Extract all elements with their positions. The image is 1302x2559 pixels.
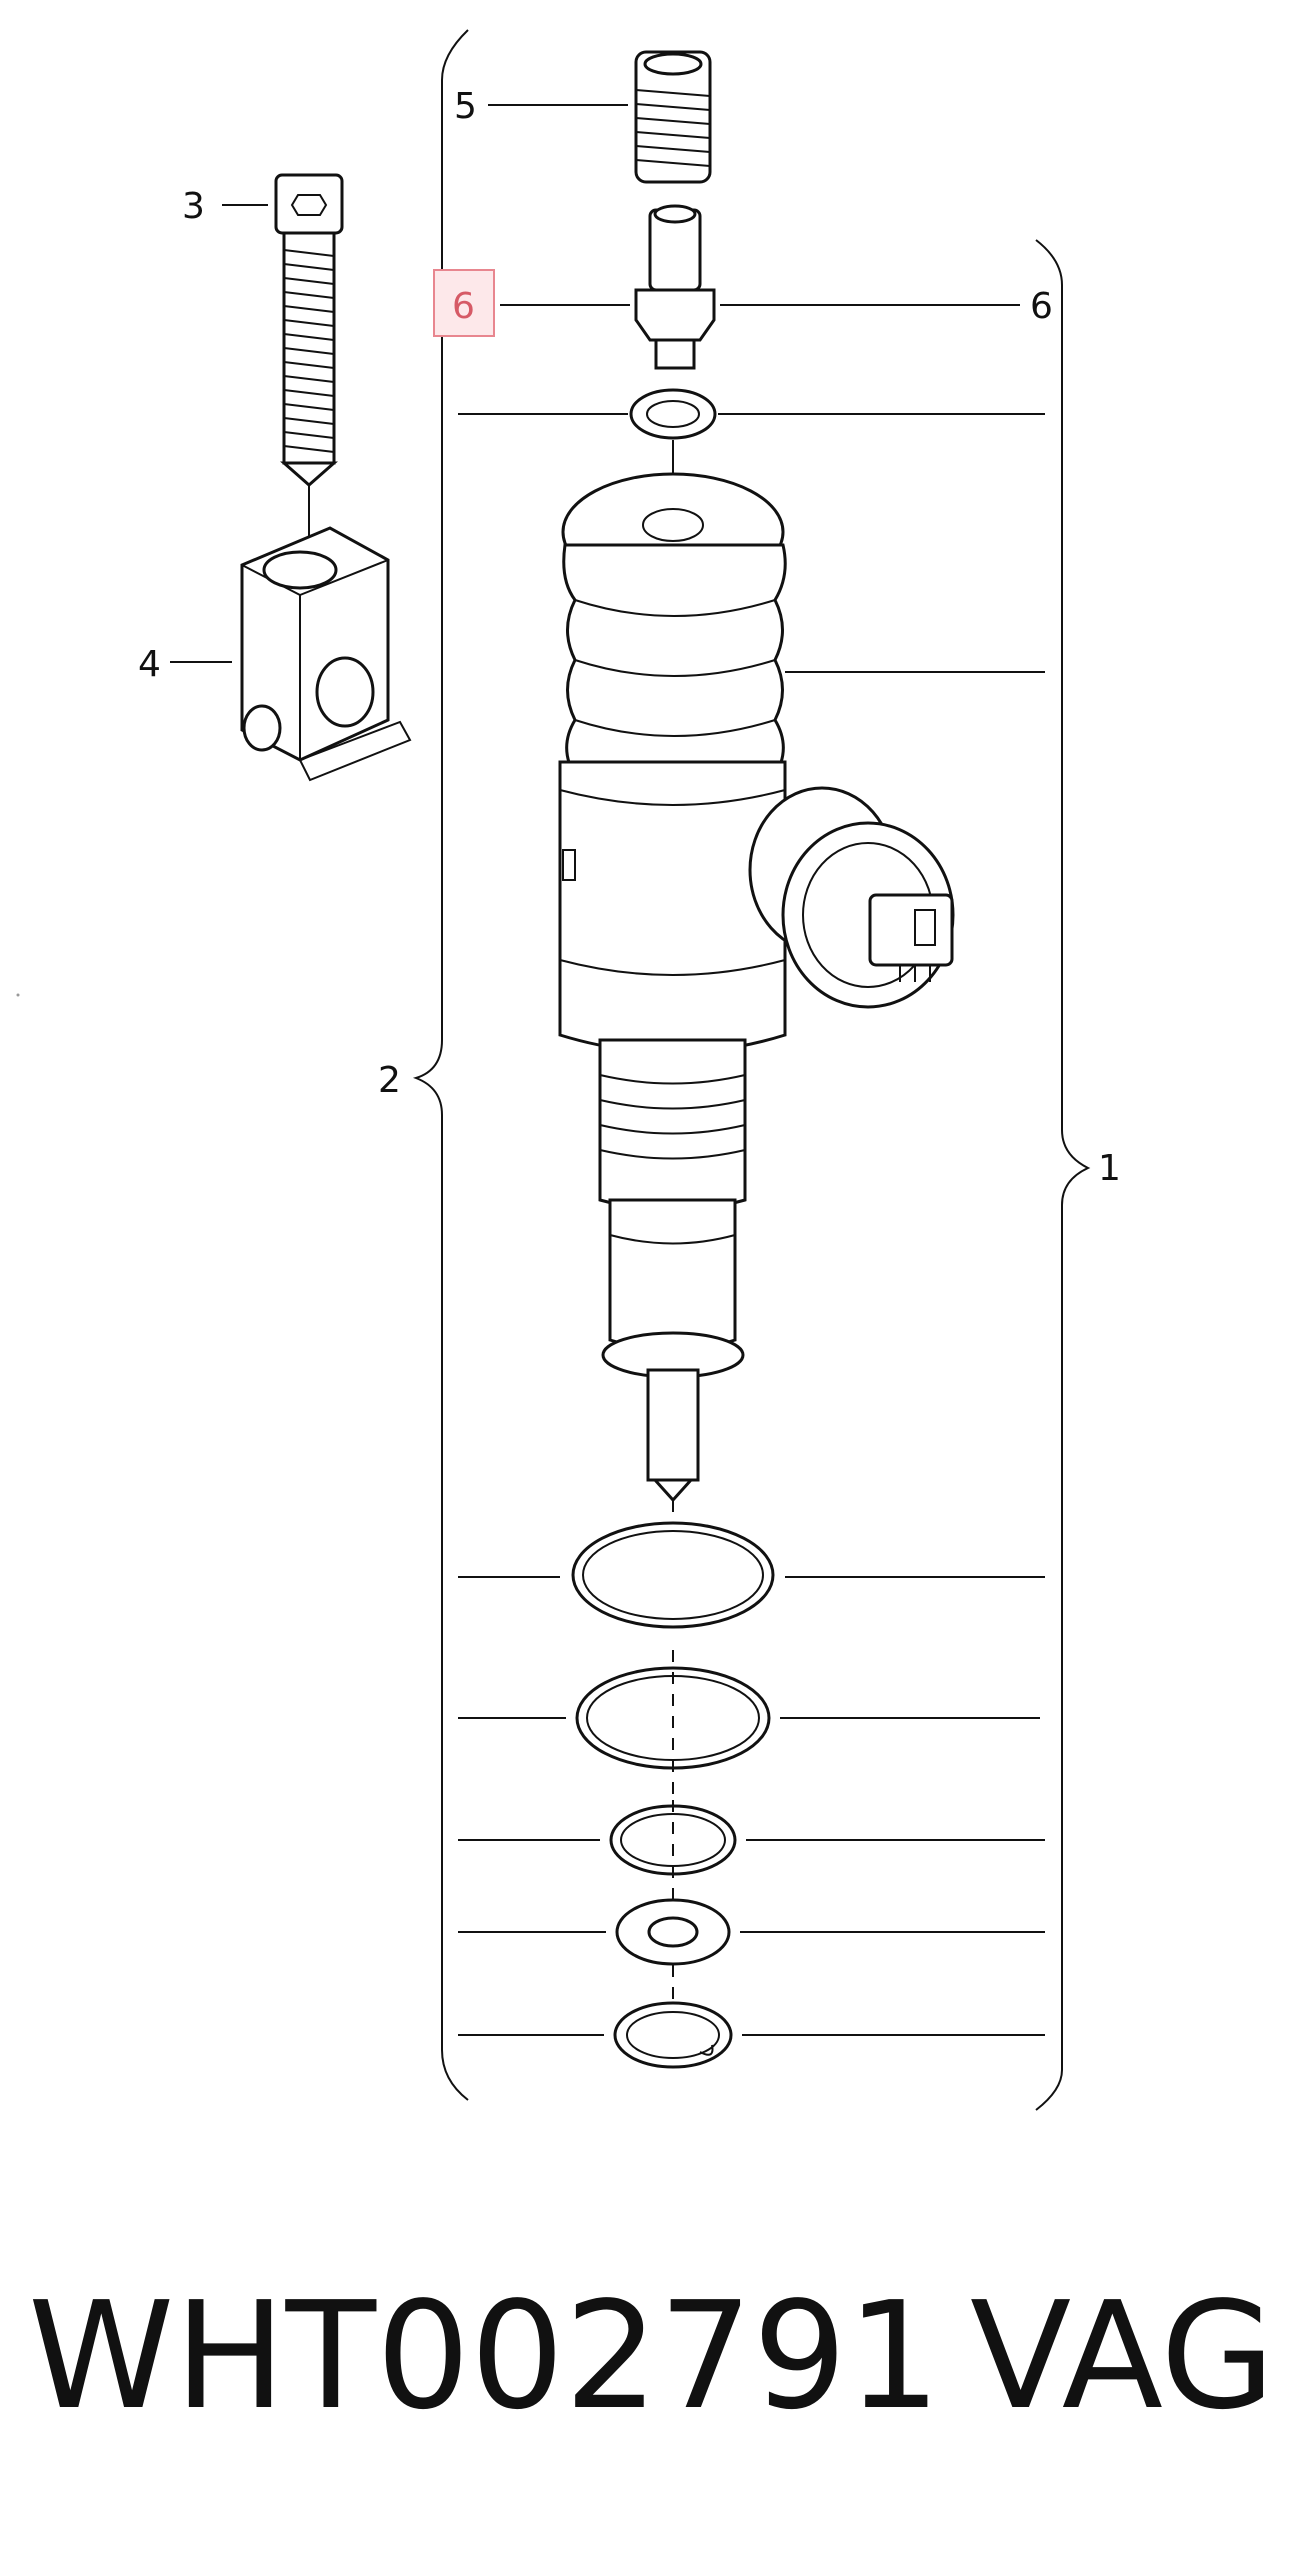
o-ring-1	[571, 1521, 775, 1629]
o-ring-3	[609, 1804, 737, 1876]
brand-name: VAG	[970, 2270, 1276, 2442]
bracket-1	[1035, 239, 1091, 2111]
callout-6-right: 6	[1030, 286, 1053, 327]
injector-body	[558, 472, 1045, 1620]
callout-2: 2	[378, 1060, 401, 1101]
solenoid-connector	[748, 786, 955, 1009]
part-5-adjuster	[634, 50, 712, 184]
circlip	[613, 2001, 733, 2069]
callout-3: 3	[182, 186, 205, 227]
washer	[615, 1898, 731, 1966]
seal-top	[629, 388, 717, 440]
part-number: WHT002791	[28, 2270, 942, 2442]
bracket-2	[412, 29, 469, 2101]
part-6-pin	[634, 204, 716, 370]
footer: WHT002791 VAG	[0, 2270, 1302, 2450]
callout-6-left: 6	[452, 286, 475, 327]
callout-4: 4	[138, 644, 161, 685]
callout-1: 1	[1098, 1148, 1121, 1189]
part-3-bolt	[274, 173, 344, 565]
callout-5: 5	[454, 86, 477, 127]
callout-6-highlight	[433, 269, 495, 337]
stray-dot	[16, 993, 20, 997]
part-4-clamp	[240, 526, 412, 782]
